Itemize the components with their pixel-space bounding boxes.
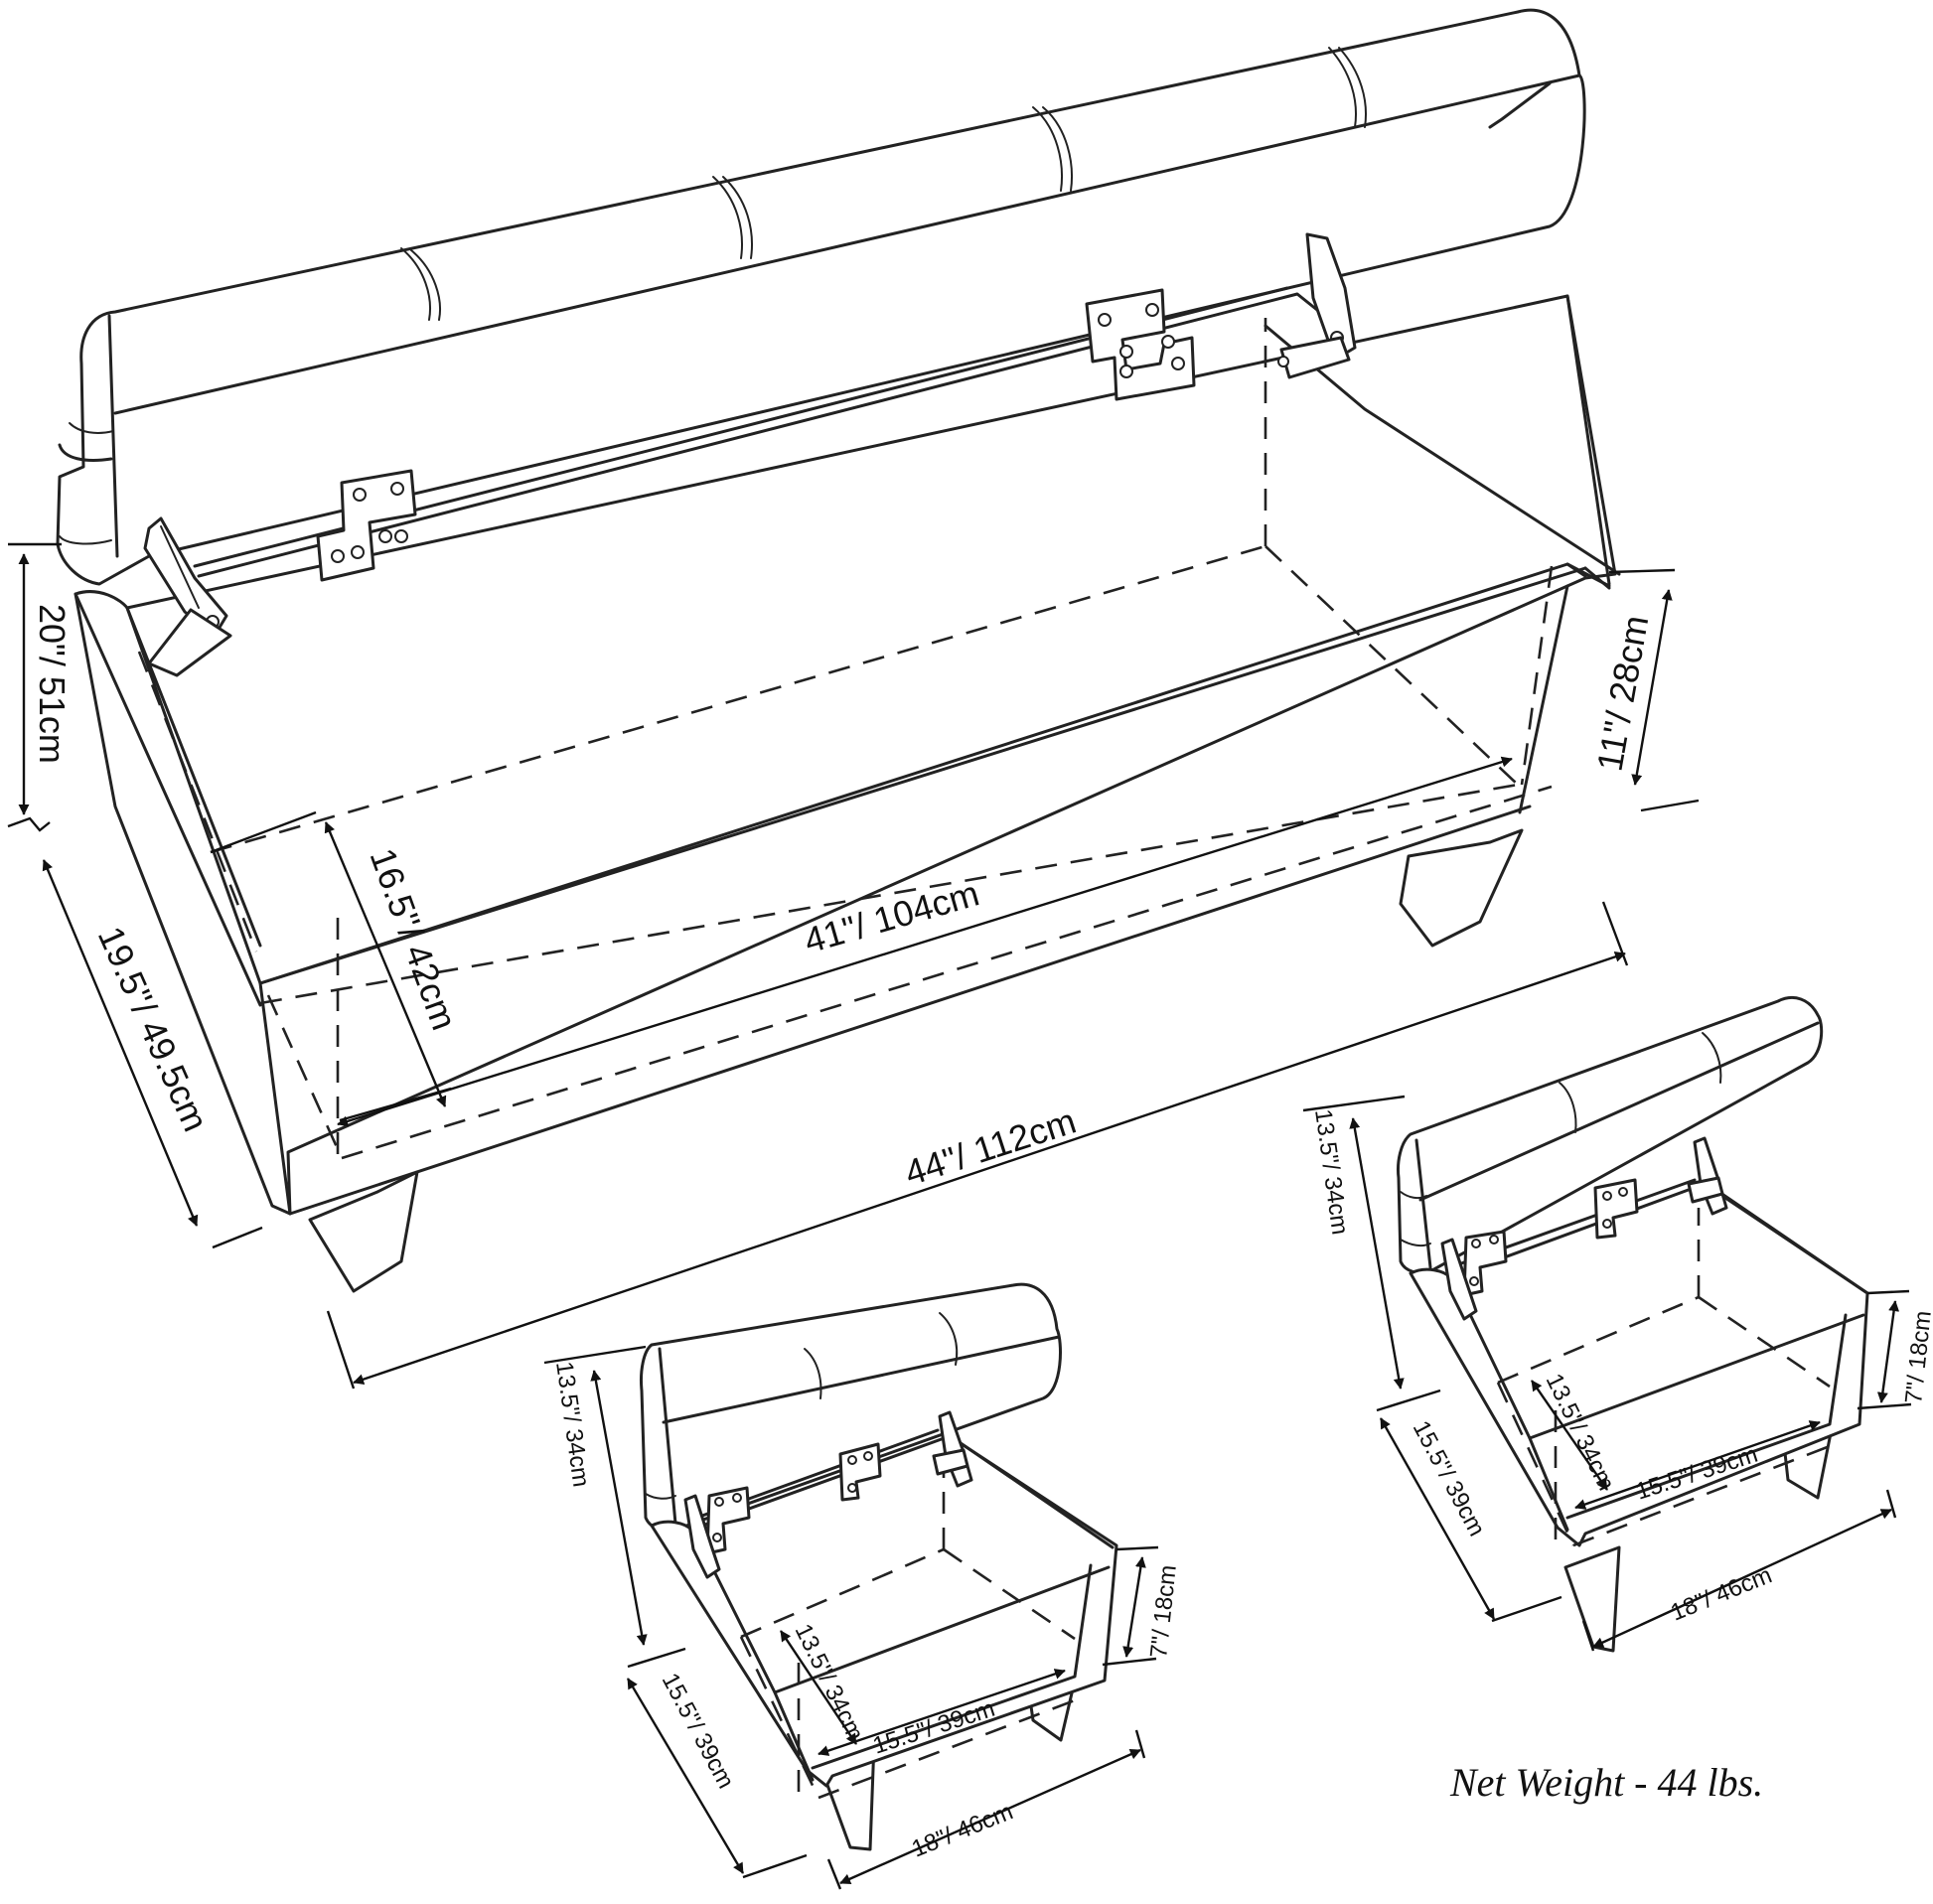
ottoman-right-depth-label: 15.5"/ 39cm (1408, 1416, 1491, 1540)
ottoman-right-depth-dim (1379, 1417, 1496, 1620)
ottoman-left-width-label: 18"/ 46cm (908, 1798, 1017, 1862)
ottoman-left-width-dim (839, 1748, 1141, 1885)
lid-stay-right (1305, 232, 1357, 362)
bench-inner-height-label: 11"/ 28cm (1589, 612, 1657, 774)
ottoman-left-inner-height-label: 7"/ 18cm (1145, 1563, 1182, 1659)
ottoman-left-depth-dim (626, 1678, 745, 1874)
ottoman-right-inner-height-label: 7"/ 18cm (1900, 1309, 1933, 1404)
ottoman-left-height-label: 13.5"/ 34cm (550, 1360, 594, 1489)
bench-depth-dim (42, 859, 199, 1227)
lid-stay-left (143, 516, 228, 638)
ottoman-right-height-label: 13.5"/ 34cm (1309, 1107, 1353, 1237)
ottoman-right-hardware (1440, 1136, 1728, 1321)
net-weight-note: Net Weight - 44 lbs. (1449, 1760, 1763, 1805)
ottoman-right-inner-width-dim (1574, 1420, 1821, 1510)
ottoman-right-inner-height-dim (1876, 1300, 1900, 1403)
ottoman-right-width-dim (1592, 1508, 1892, 1649)
ottoman-left-inner-width-dim (818, 1669, 1066, 1756)
bench-leg-right (1399, 828, 1524, 948)
ottoman-right-leg-left (1563, 1545, 1621, 1653)
bench-hardware (143, 232, 1357, 677)
bench-inner-height-dim (1631, 589, 1673, 786)
bench-height-label: 20"/ 51cm (32, 604, 73, 764)
ottoman-right-height-dim (1349, 1117, 1405, 1390)
bench-width-dim (353, 952, 1626, 1385)
ottoman-left-height-dim (590, 1370, 648, 1646)
ottoman-left-hardware (683, 1410, 973, 1579)
ottoman-left-depth-label: 15.5"/ 39cm (657, 1669, 740, 1793)
bench-width-label: 44"/ 112cm (900, 1100, 1081, 1194)
ottoman-left-drawing (640, 1282, 1118, 1851)
ottoman-left-inner-height-dim (1122, 1556, 1146, 1658)
bench-lid (56, 8, 1586, 586)
ottoman-right-width-label: 18"/ 46cm (1667, 1561, 1776, 1626)
